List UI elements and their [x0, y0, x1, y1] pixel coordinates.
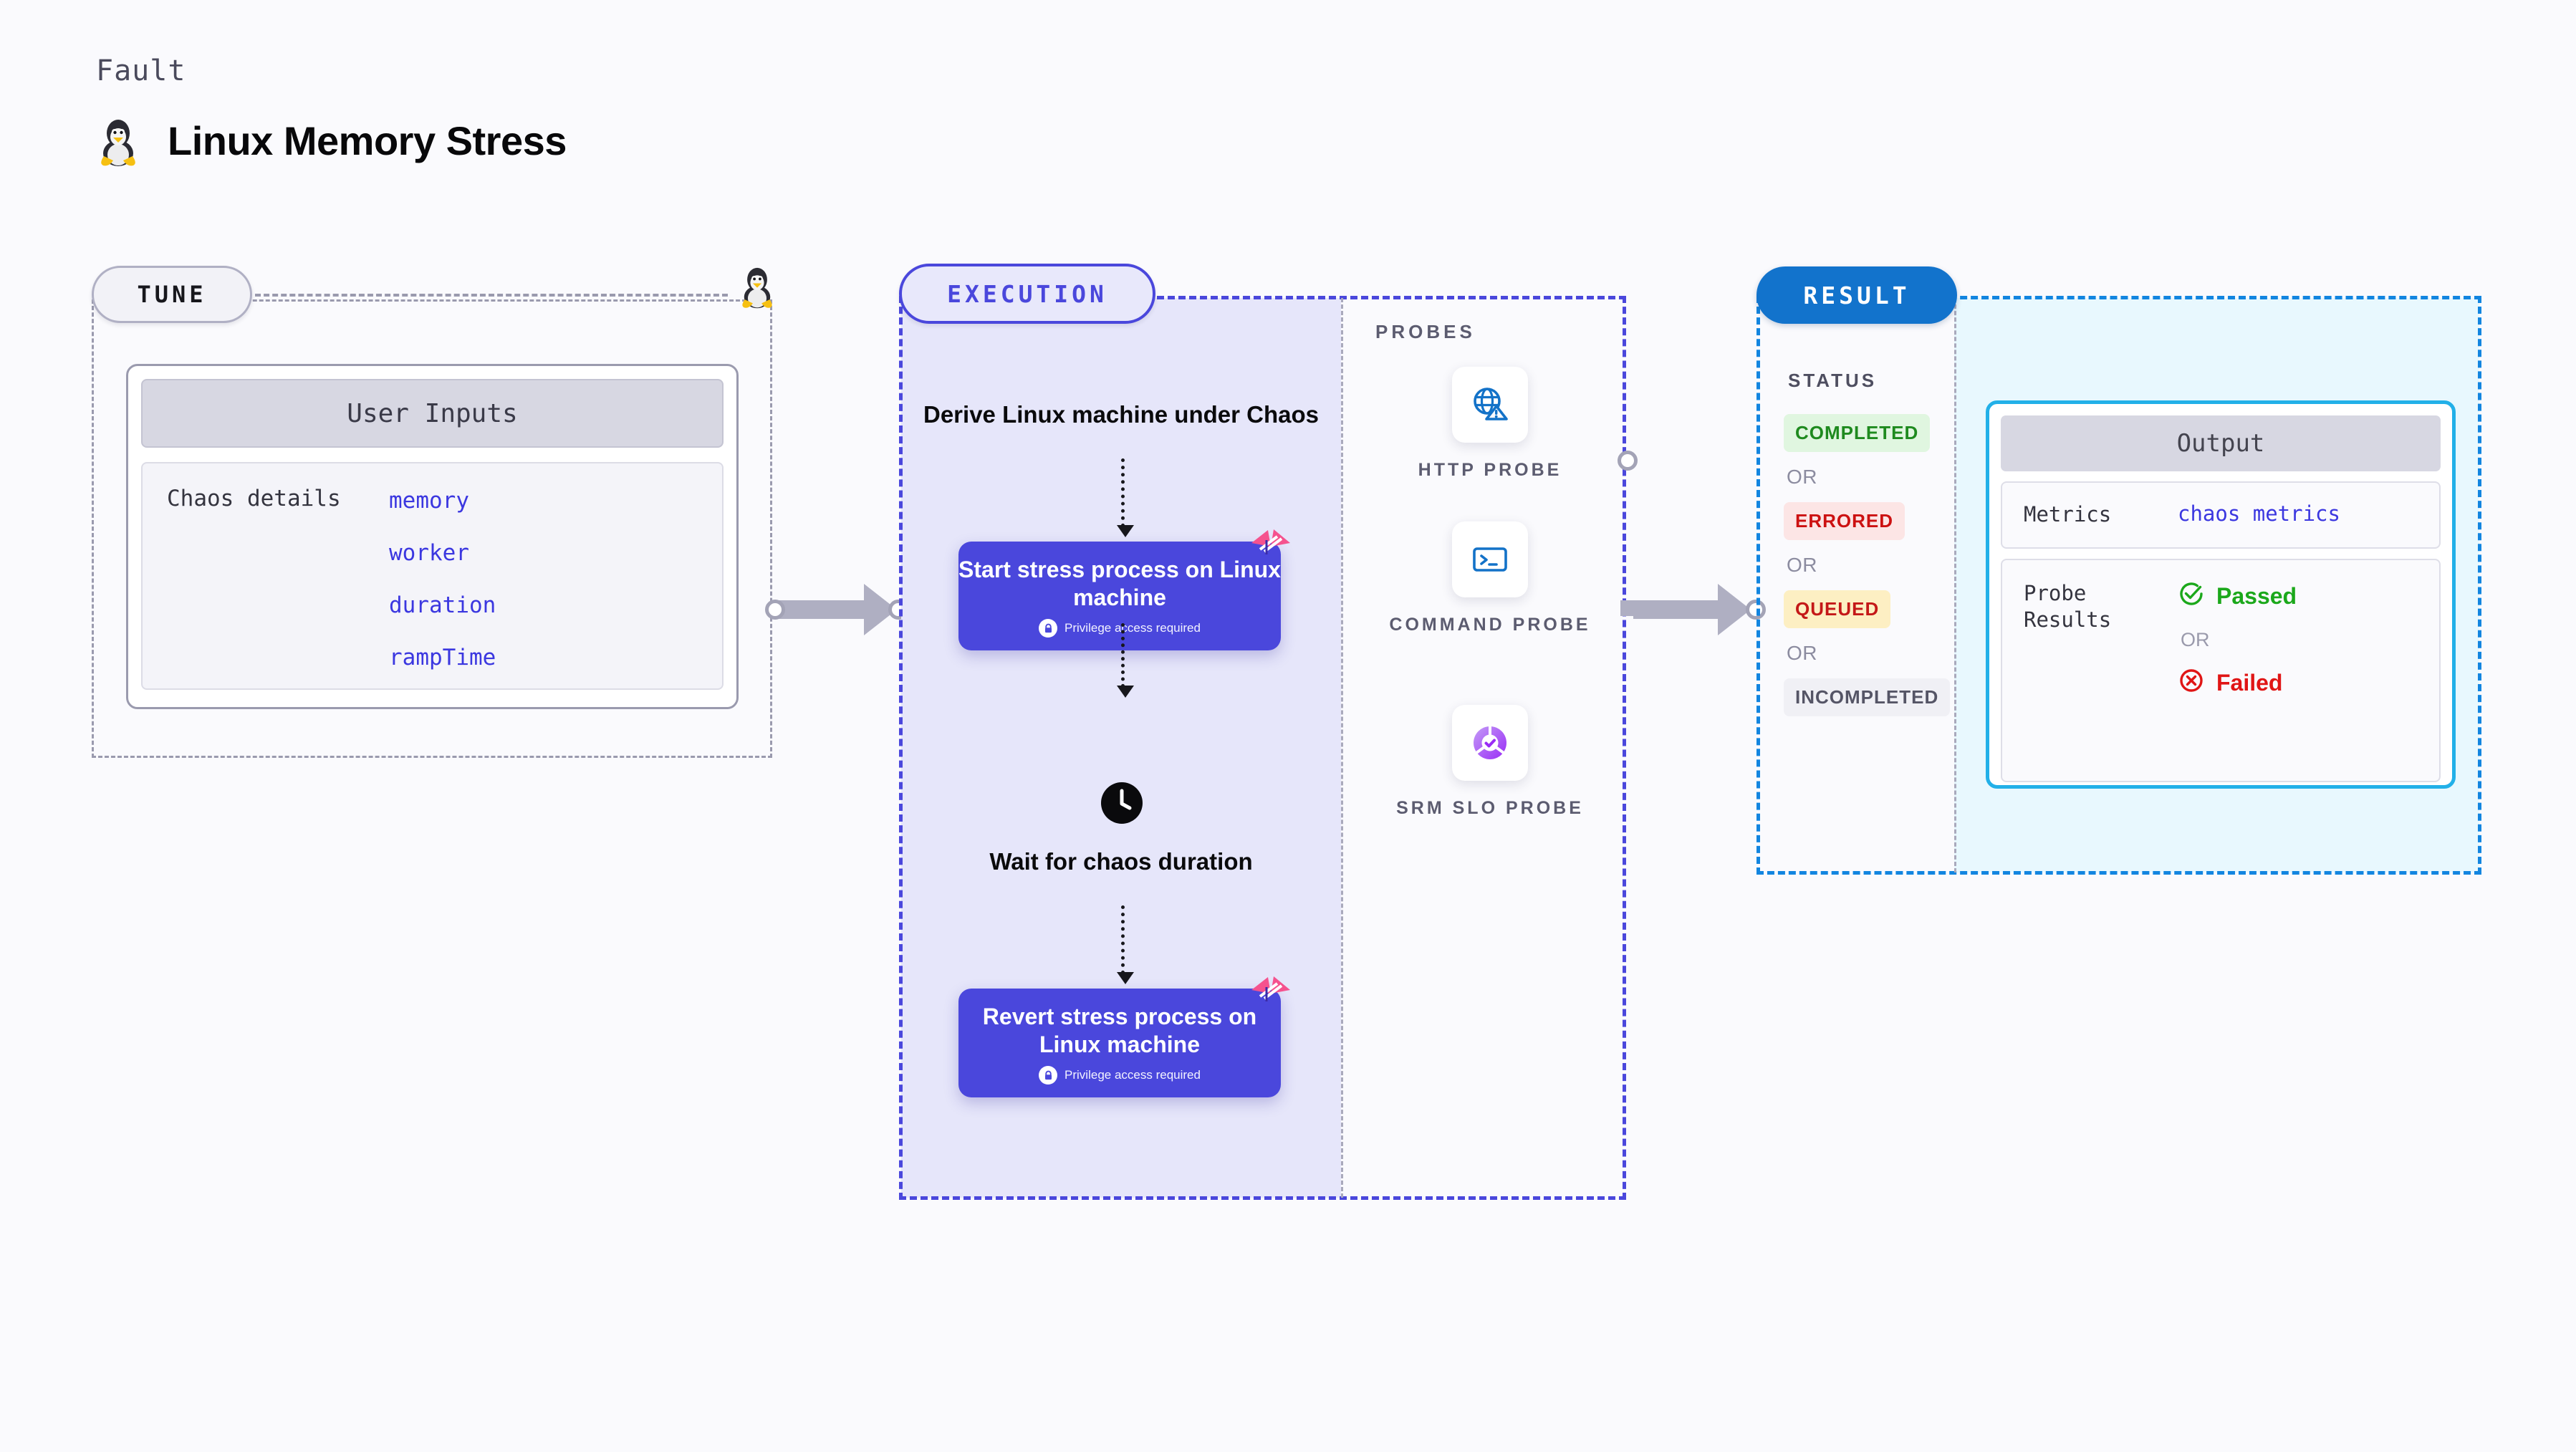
probe-command[interactable]: COMMAND PROBE	[1347, 521, 1633, 638]
status-badge-errored: ERRORED	[1784, 502, 1905, 540]
connector-knob	[765, 600, 785, 620]
output-card: Output Metrics chaos metrics Probe Resul…	[1986, 400, 2456, 789]
privilege-note-label: Privilege access required	[1064, 1068, 1201, 1082]
harness-ribbon-icon	[1249, 975, 1293, 1011]
flow-step-wait: Wait for chaos duration	[989, 848, 1253, 875]
connector-knob	[1746, 600, 1766, 620]
connector-square	[1620, 600, 1636, 616]
privilege-note: Privilege access required	[958, 619, 1281, 638]
fault-title-row: Linux Memory Stress	[96, 113, 567, 168]
probe-result-passed: Passed	[2178, 580, 2297, 613]
harness-ribbon-icon	[1249, 528, 1293, 564]
connector-knob	[1618, 451, 1638, 471]
tune-section-pill[interactable]: TUNE	[92, 266, 252, 323]
param-ramptime[interactable]: rampTime	[389, 645, 496, 670]
probe-srm-slo-label: SRM SLO PROBE	[1396, 798, 1584, 818]
chaos-details-label: Chaos details	[167, 486, 341, 511]
execution-section-pill[interactable]: EXECUTION	[899, 264, 1155, 324]
output-metrics-key: Metrics	[2024, 502, 2112, 527]
execution-flow: Derive Linux machine under Chaos Start s…	[901, 337, 1341, 1196]
probe-result-failed-label: Failed	[2216, 670, 2283, 696]
flow-arrow	[1117, 905, 1134, 984]
status-title: STATUS	[1788, 370, 1878, 391]
slo-donut-check-icon	[1452, 705, 1528, 781]
output-header: Output	[2001, 415, 2441, 471]
status-or-label: OR	[1787, 642, 1817, 664]
user-inputs-header: User Inputs	[141, 379, 724, 448]
probe-result-failed: Failed	[2178, 667, 2297, 700]
lock-icon	[1039, 1066, 1058, 1085]
lock-icon	[1039, 619, 1058, 638]
execution-probes-divider	[1341, 298, 1343, 1198]
terminal-icon	[1452, 521, 1528, 597]
probe-srm-slo[interactable]: SRM SLO PROBE	[1347, 705, 1633, 821]
check-circle-icon	[2178, 580, 2205, 613]
tux-penguin-icon	[738, 262, 777, 309]
user-inputs-card: User Inputs Chaos details memory worker …	[126, 364, 739, 709]
result-status-divider	[1954, 298, 1956, 872]
user-inputs-body: Chaos details memory worker duration ram…	[141, 462, 724, 690]
status-badge-completed: COMPLETED	[1784, 414, 1931, 452]
probe-result-or-label: OR	[2181, 628, 2210, 650]
flow-step-revert-stress-label: Revert stress process on Linux machine	[982, 1004, 1257, 1058]
execution-to-result-connector	[1633, 584, 1751, 635]
tune-panel-border	[92, 299, 772, 758]
status-badge-incompleted: INCOMPLETED	[1784, 678, 1951, 716]
probe-http[interactable]: HTTP PROBE	[1347, 367, 1633, 483]
param-worker[interactable]: worker	[389, 540, 469, 566]
flow-step-derive: Derive Linux machine under Chaos	[923, 401, 1319, 428]
x-circle-icon	[2178, 667, 2205, 700]
status-badge-queued: QUEUED	[1784, 590, 1891, 628]
flow-arrow	[1117, 623, 1134, 698]
output-row-probe-results: Probe Results Passed OR	[2001, 558, 2441, 782]
param-memory[interactable]: memory	[389, 488, 469, 514]
tune-pill-connector	[255, 294, 728, 297]
privilege-note-label: Privilege access required	[1064, 621, 1201, 635]
flow-arrow	[1117, 458, 1134, 537]
result-section-pill[interactable]: RESULT	[1756, 266, 1957, 324]
clock-icon	[1101, 782, 1143, 824]
privilege-note: Privilege access required	[958, 1066, 1281, 1085]
probe-http-label: HTTP PROBE	[1418, 460, 1562, 480]
flow-step-start-stress-label: Start stress process on Linux machine	[958, 557, 1281, 611]
page-title: Linux Memory Stress	[168, 117, 567, 163]
status-list: COMPLETED OR ERRORED OR QUEUED OR INCOMP…	[1784, 414, 1956, 716]
tux-penguin-icon	[96, 113, 140, 168]
output-row-metrics: Metrics chaos metrics	[2001, 481, 2441, 549]
globe-warning-icon	[1452, 367, 1528, 443]
chaos-details-params: memory worker duration rampTime	[389, 488, 496, 688]
probe-result-passed-label: Passed	[2216, 583, 2297, 610]
execution-panel-border	[899, 296, 1626, 1200]
fault-eyebrow-label: Fault	[96, 54, 186, 87]
output-probe-states: Passed OR Failed	[2178, 580, 2297, 762]
status-or-label: OR	[1787, 554, 1817, 576]
flow-step-revert-stress[interactable]: Revert stress process on Linux machine P…	[958, 976, 1290, 1097]
output-metrics-value[interactable]: chaos metrics	[2178, 501, 2340, 526]
result-panel-border	[1756, 296, 2481, 875]
output-probe-key: Probe Results	[2024, 580, 2112, 633]
flow-step-start-stress[interactable]: Start stress process on Linux machine Pr…	[958, 529, 1290, 650]
probe-command-label: COMMAND PROBE	[1389, 615, 1591, 635]
status-or-label: OR	[1787, 466, 1817, 488]
param-duration[interactable]: duration	[389, 592, 496, 618]
probes-title: PROBES	[1375, 321, 1476, 342]
tune-to-execution-connector	[778, 584, 897, 635]
